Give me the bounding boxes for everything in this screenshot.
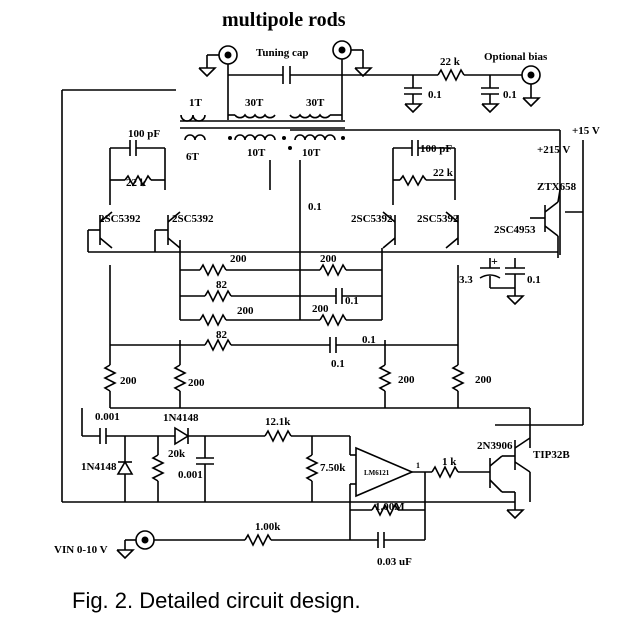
diagram-title: multipole rods	[222, 9, 346, 31]
label-r200-d: 200	[312, 303, 329, 315]
label-opamp-pin: 1	[416, 461, 420, 470]
label-plus-215v: +215 V	[537, 144, 570, 156]
label-plus-sign: +	[491, 254, 498, 268]
label-1n4148-b: 1N4148	[81, 461, 117, 473]
label-20k: 20k	[168, 448, 186, 460]
label-cap-01-b: 0.1	[503, 89, 517, 101]
label-750k: 7.50k	[320, 462, 346, 474]
label-2sc4953: 2SC4953	[494, 224, 536, 236]
label-r200-a: 200	[230, 253, 247, 265]
label-cap-01-f: 0.1	[331, 358, 345, 370]
label-100pf-b: 100 pF	[420, 143, 452, 155]
label-100pf-a: 100 pF	[128, 128, 160, 140]
label-cap-01-e: 0.1	[362, 334, 376, 346]
right-transistor-pair	[382, 140, 459, 249]
bias-network	[342, 65, 541, 114]
label-r200-h: 200	[475, 374, 492, 386]
label-tuning-cap: Tuning cap	[256, 47, 309, 59]
label-r200-e: 200	[120, 375, 137, 387]
label-10t-b: 10T	[302, 147, 321, 159]
detector-section	[81, 408, 351, 502]
label-100m: 1.00M	[375, 501, 405, 513]
label-r82-b: 82	[216, 329, 228, 341]
label-vin: VIN 0-10 V	[54, 544, 108, 556]
label-100k: 1.00k	[255, 521, 281, 533]
label-q-left-a: 2SC5392	[99, 213, 141, 225]
label-cap-01-c: 0.1	[308, 201, 322, 213]
figure-caption: Fig. 2. Detailed circuit design.	[72, 588, 361, 613]
resistor-ladder	[110, 263, 458, 353]
label-q-right-b: 2SC5392	[417, 213, 459, 225]
label-1n4148-a: 1N4148	[163, 412, 199, 424]
label-r200-c: 200	[237, 305, 254, 317]
label-22k-b: 22 k	[433, 167, 454, 179]
label-cap-01-d: 0.1	[345, 295, 359, 307]
label-cap-0001-a: 0.001	[95, 411, 120, 423]
label-10t-a: 10T	[247, 147, 266, 159]
label-1t: 1T	[189, 97, 203, 109]
output-transistors	[530, 189, 583, 258]
label-cap-01-a: 0.1	[428, 89, 442, 101]
label-cap-33: 3.3	[459, 274, 473, 286]
left-transistor-pair	[87, 140, 181, 252]
label-r82-a: 82	[216, 279, 228, 291]
label-plus-15v: +15 V	[572, 125, 600, 137]
output-stage	[489, 437, 531, 520]
decoupling-caps	[479, 258, 525, 306]
vin-input	[116, 530, 350, 560]
label-2n3906: 2N3906	[477, 440, 513, 452]
label-optional-bias: Optional bias	[484, 51, 548, 63]
emitter-resistors	[103, 340, 531, 448]
label-cap-0001-b: 0.001	[178, 469, 203, 481]
opamp	[349, 446, 490, 548]
label-ztx658: ZTX658	[537, 181, 577, 193]
label-q-right-a: 2SC5392	[351, 213, 393, 225]
tuning-capacitor	[228, 66, 342, 84]
label-opamp: LM6121	[364, 469, 390, 477]
label-30t-a: 30T	[245, 97, 264, 109]
label-1k: 1 k	[442, 456, 457, 468]
label-6t: 6T	[186, 151, 200, 163]
label-22k-a: 22 k	[126, 177, 147, 189]
bus-lines	[88, 160, 558, 365]
label-r200-b: 200	[320, 253, 337, 265]
supply-rails	[61, 89, 584, 503]
label-tip32b: TIP32B	[533, 449, 570, 461]
label-bias-res: 22 k	[440, 56, 461, 68]
label-003uf: 0.03 uF	[377, 556, 412, 568]
label-r200-g: 200	[398, 374, 415, 386]
rod-connector-left	[198, 45, 238, 120]
label-r200-f: 200	[188, 377, 205, 389]
rod-connector-right	[332, 40, 373, 120]
label-cap-01-g: 0.1	[527, 274, 541, 286]
label-q-left-b: 2SC5392	[172, 213, 214, 225]
transformer	[180, 113, 345, 150]
label-121k: 12.1k	[265, 416, 291, 428]
label-30t-b: 30T	[306, 97, 325, 109]
